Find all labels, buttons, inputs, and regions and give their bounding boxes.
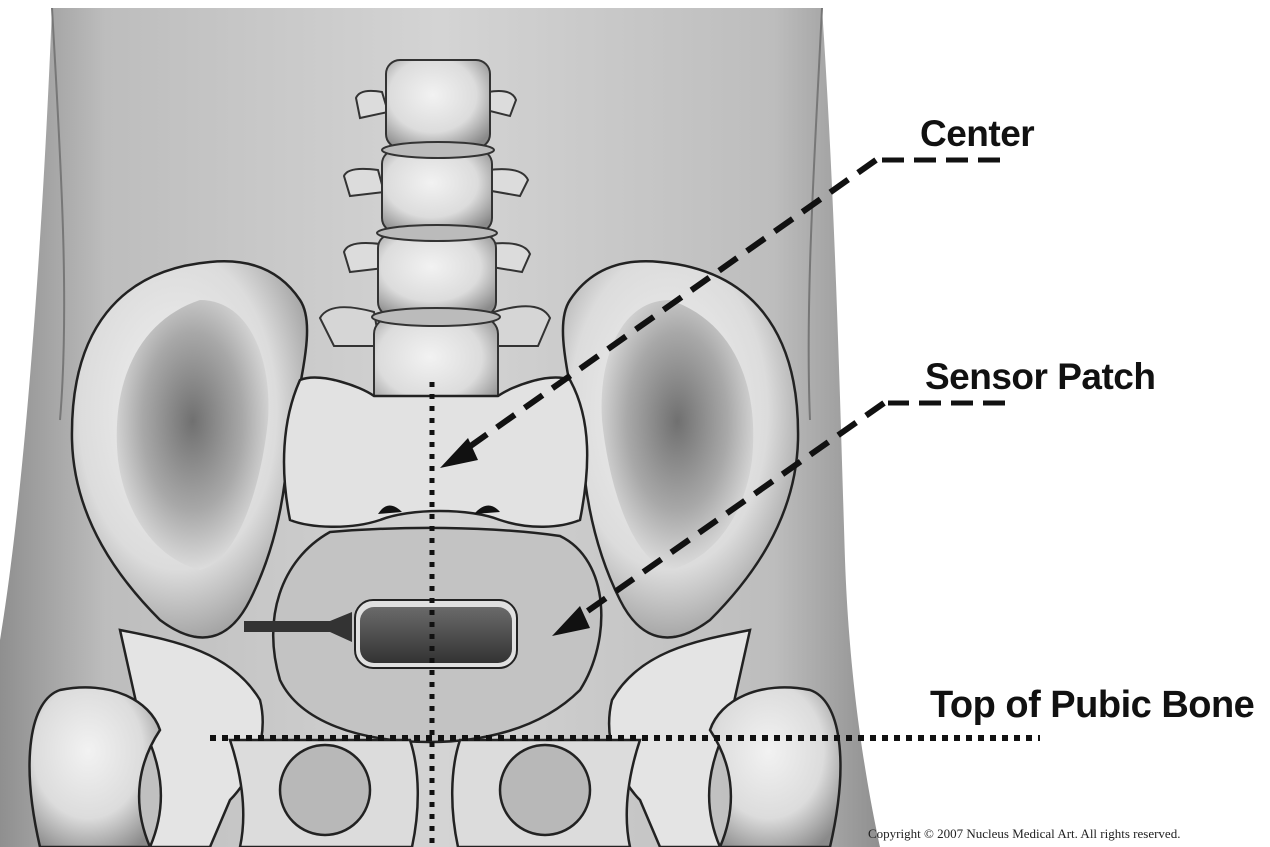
- label-center: Center: [920, 113, 1034, 155]
- sacrum: [284, 378, 587, 527]
- label-sensor-patch: Sensor Patch: [925, 356, 1155, 398]
- left-femur-head: [30, 687, 160, 847]
- label-top-of-pubic-bone: Top of Pubic Bone: [930, 684, 1254, 727]
- copyright-notice: Copyright © 2007 Nucleus Medical Art. Al…: [868, 826, 1180, 842]
- right-femur-head: [710, 687, 840, 847]
